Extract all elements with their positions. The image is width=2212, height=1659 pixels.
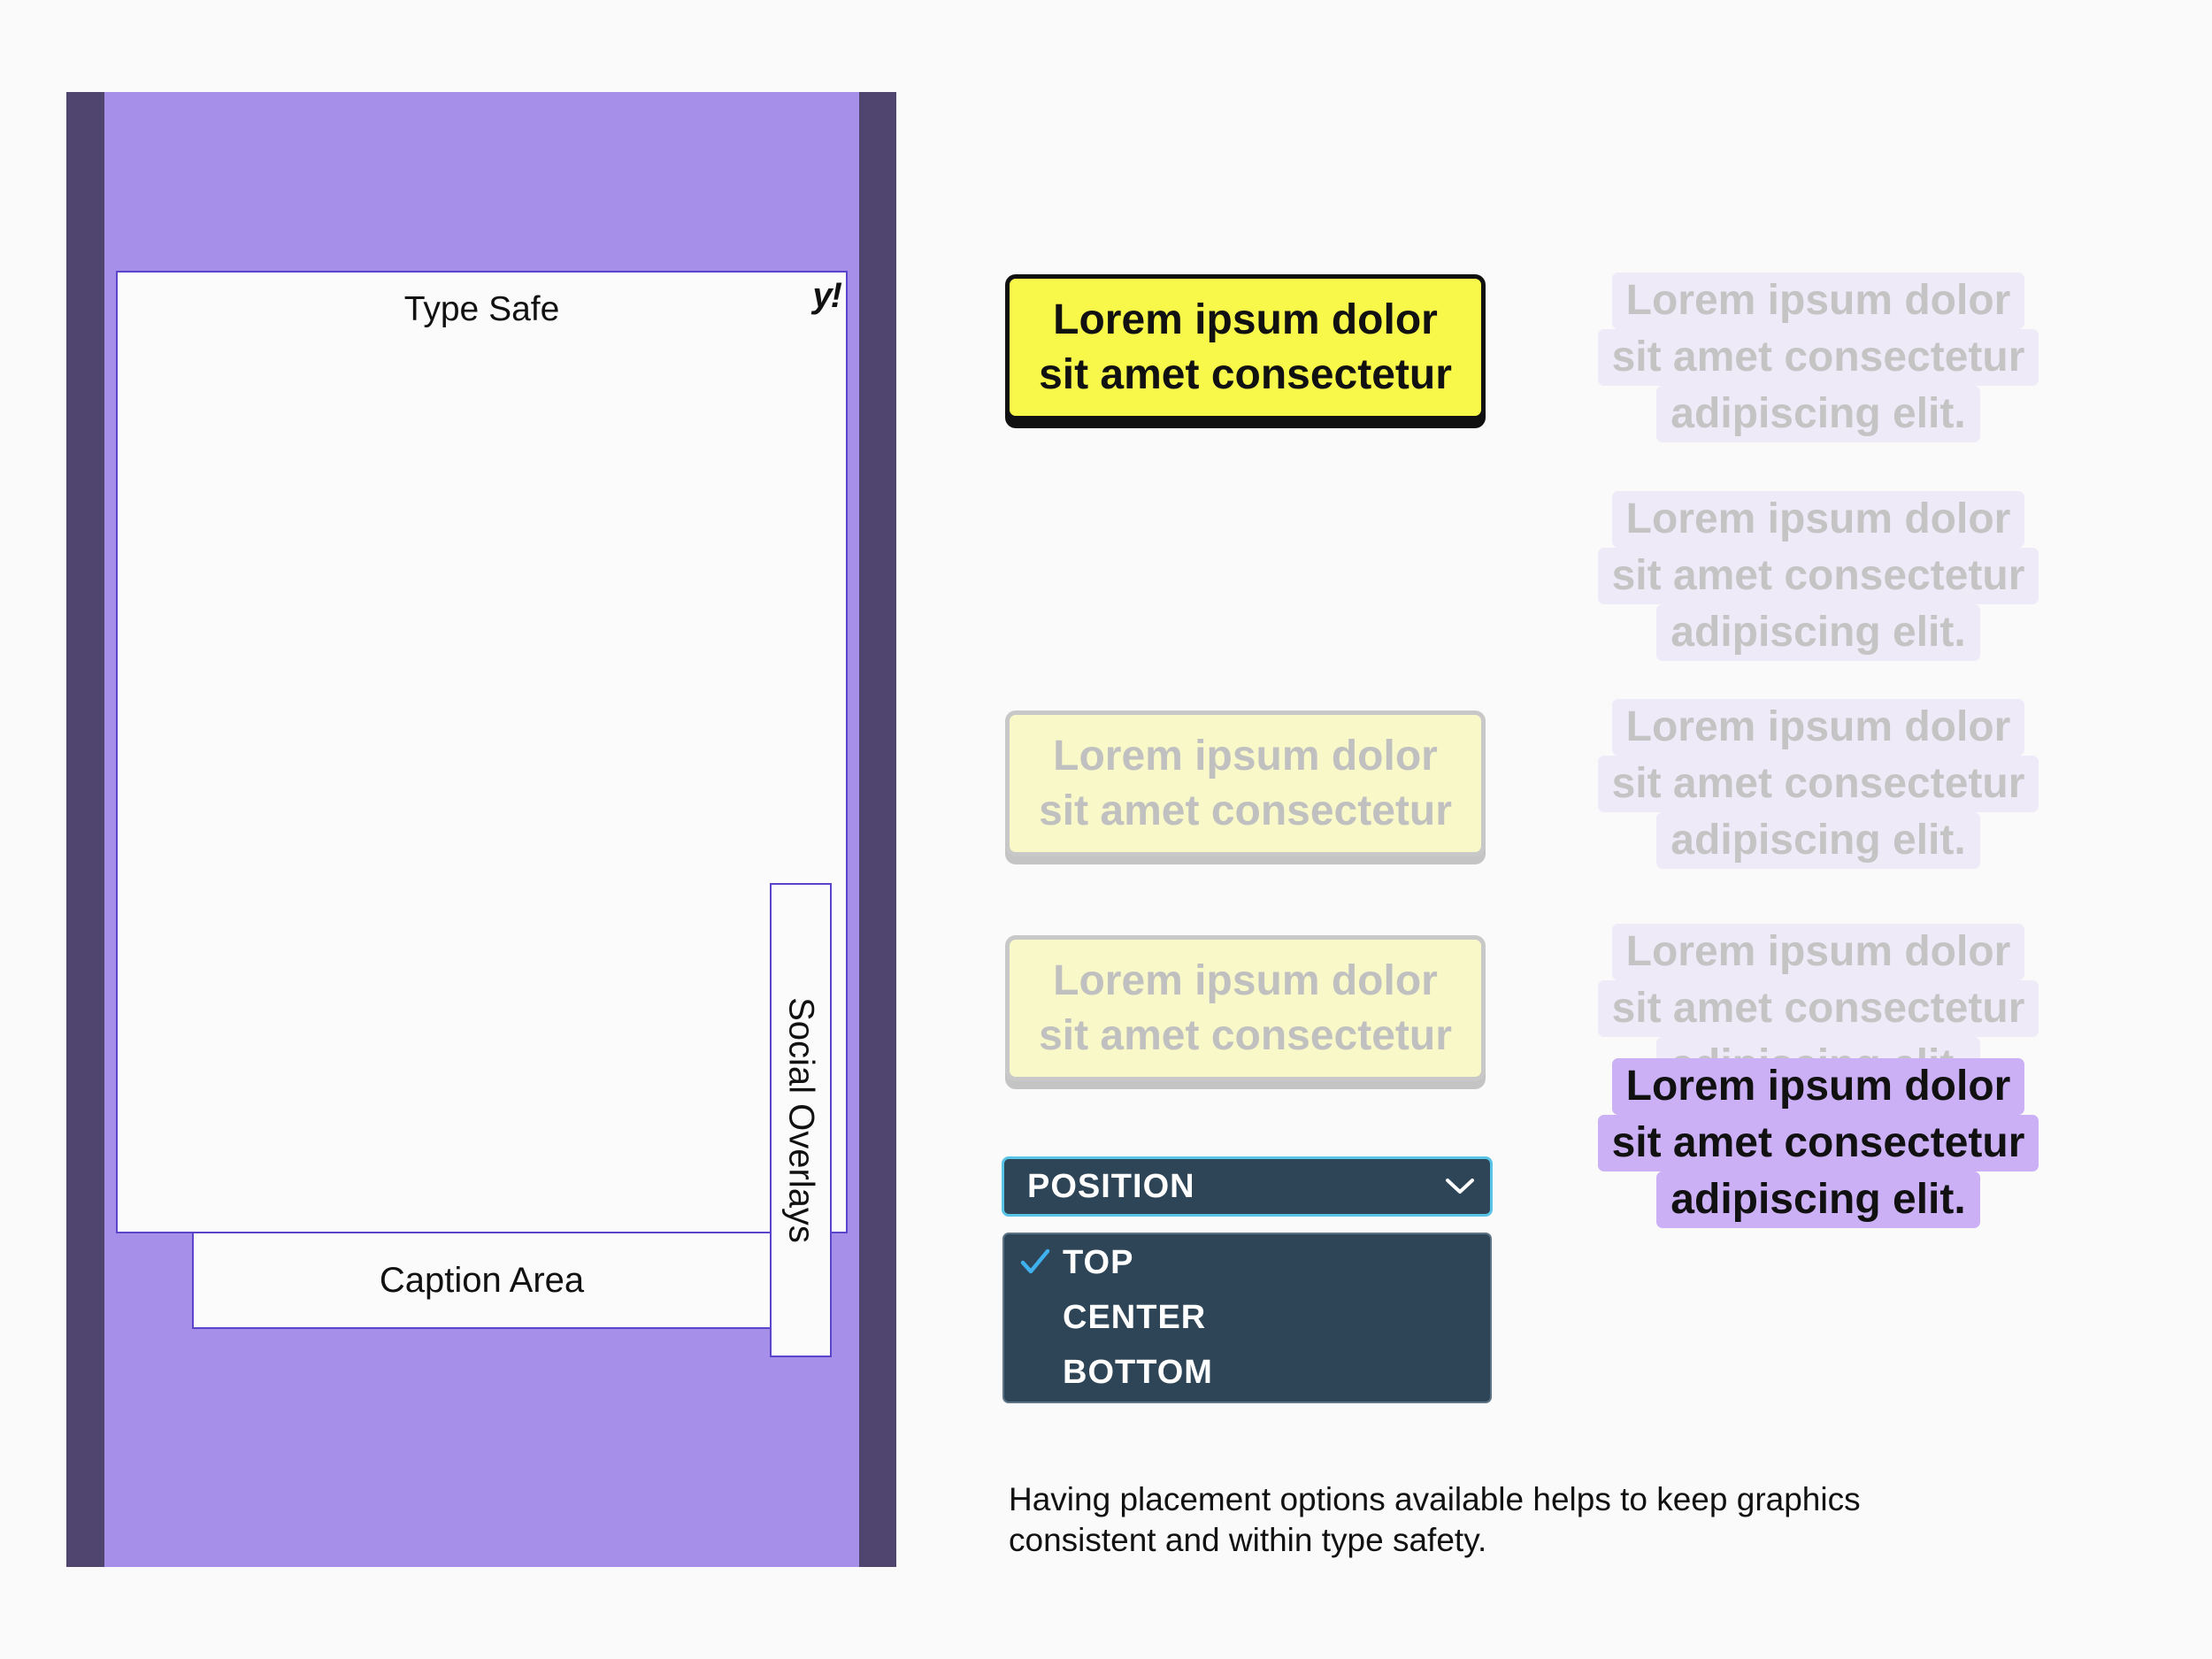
checkmark-icon — [1020, 1248, 1050, 1274]
highlight-text-active[interactable]: Lorem ipsum dolor sit amet consectetur a… — [1575, 1058, 2062, 1228]
position-select-label: POSITION — [1027, 1167, 1195, 1205]
chevron-down-icon — [1446, 1179, 1474, 1194]
social-overlays-area: Social Overlays — [770, 883, 832, 1357]
type-safe-label: Type Safe — [403, 290, 560, 328]
lower-third-faded[interactable]: Lorem ipsum dolor sit amet consectetur — [1005, 935, 1486, 1081]
caption-area-label: Caption Area — [379, 1260, 585, 1300]
highlight-line: adipiscing elit. — [1656, 604, 1980, 661]
frame-left-border — [66, 92, 104, 1567]
highlight-line: sit amet consectetur — [1597, 1115, 2039, 1171]
highlight-line: adipiscing elit. — [1656, 812, 1980, 869]
type-safe-area: Type Safe y! — [116, 271, 848, 1233]
frame-right-border — [859, 92, 896, 1567]
position-option-center[interactable]: CENTER — [1063, 1298, 1207, 1336]
position-option-bottom[interactable]: BOTTOM — [1063, 1353, 1213, 1391]
yahoo-logo-icon: y! — [812, 276, 842, 315]
highlight-text-faded[interactable]: Lorem ipsum dolor sit amet consectetur a… — [1575, 273, 2062, 442]
highlight-line: Lorem ipsum dolor — [1611, 491, 2025, 548]
highlight-text-faded[interactable]: Lorem ipsum dolor sit amet consectetur a… — [1575, 699, 2062, 869]
highlight-line: sit amet consectetur — [1597, 548, 2039, 604]
highlight-line: Lorem ipsum dolor — [1611, 1058, 2025, 1115]
highlight-line: sit amet consectetur — [1597, 756, 2039, 812]
highlight-line: Lorem ipsum dolor — [1611, 699, 2025, 756]
highlight-line: adipiscing elit. — [1656, 1171, 1980, 1228]
position-menu: TOP CENTER BOTTOM — [1002, 1233, 1492, 1403]
position-select[interactable]: POSITION — [1002, 1156, 1493, 1217]
position-option-top[interactable]: TOP — [1063, 1243, 1134, 1281]
lower-third-text: Lorem ipsum dolor sit amet consectetur — [1039, 296, 1452, 398]
lower-third-text: Lorem ipsum dolor sit amet consectetur — [1039, 956, 1452, 1059]
highlight-line: adipiscing elit. — [1656, 386, 1980, 442]
highlight-line: Lorem ipsum dolor — [1611, 924, 2025, 980]
highlight-text-faded[interactable]: Lorem ipsum dolor sit amet consectetur a… — [1575, 491, 2062, 661]
highlight-line: Lorem ipsum dolor — [1611, 273, 2025, 329]
social-overlays-label: Social Overlays — [781, 997, 821, 1243]
highlight-line: sit amet consectetur — [1597, 329, 2039, 386]
lower-third-text: Lorem ipsum dolor sit amet consectetur — [1039, 732, 1452, 834]
highlight-line: sit amet consectetur — [1597, 980, 2039, 1037]
placement-note: Having placement options available helps… — [1009, 1481, 1861, 1558]
lower-third-faded[interactable]: Lorem ipsum dolor sit amet consectetur — [1005, 710, 1486, 856]
lower-third-active[interactable]: Lorem ipsum dolor sit amet consectetur — [1005, 274, 1486, 420]
caption-area: Caption Area — [192, 1232, 772, 1329]
highlight-text-faded[interactable]: Lorem ipsum dolor sit amet consectetur a… — [1575, 924, 2062, 1065]
